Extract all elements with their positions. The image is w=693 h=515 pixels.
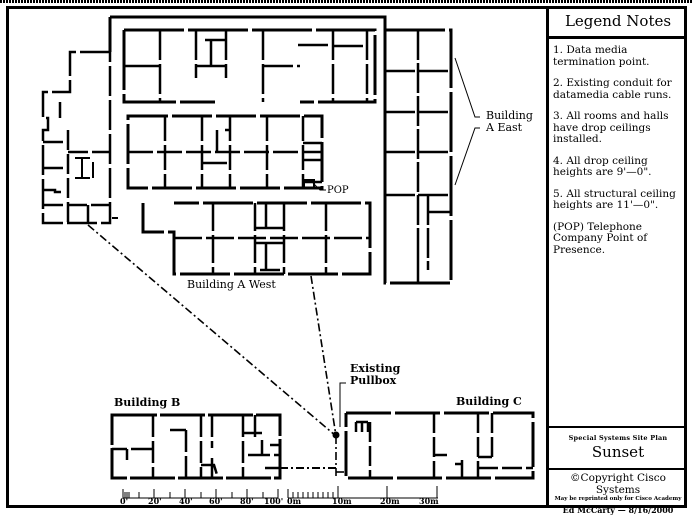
copyright-block: ©Copyright Cisco Systems May be reprinte… [549, 468, 687, 515]
scale-tick-label: 20m [380, 496, 400, 506]
legend-note: (POP) Telephone Company Point of Presenc… [553, 220, 648, 256]
legend-note: 2. Existing conduit for datamedia cable … [553, 77, 672, 101]
scale-tick-label: 80' [240, 496, 254, 506]
legend-note: 5. All structural ceiling heights are 11… [553, 187, 676, 211]
scale-tick-label: 10m [332, 496, 352, 506]
top-dotted-edge [0, 0, 693, 3]
leader-lines [312, 57, 480, 427]
building-a-west [108, 15, 387, 276]
scale-tick-label: 60' [209, 496, 223, 506]
pullbox-label-line2: Pullbox [350, 374, 397, 387]
title-block: Special Systems Site Plan Sunset [549, 426, 687, 470]
scale-tick-label: 40' [179, 496, 193, 506]
conduit-lines [87, 224, 346, 478]
site-name: Sunset [591, 443, 645, 461]
building-a-east [383, 28, 453, 285]
building-a-annex [41, 50, 118, 225]
copyright-text: ©Copyright Cisco Systems [570, 472, 666, 496]
scale-tick-label: 0m [287, 496, 302, 506]
building-c [344, 411, 535, 480]
scale-tick-label: 20' [148, 496, 162, 506]
building-a-east-label-line2: A East [486, 121, 523, 134]
building-a-east-label-line1: Building [486, 109, 533, 122]
site-plan-subtitle: Special Systems Site Plan [568, 434, 668, 442]
pullbox-label-line1: Existing [350, 362, 401, 375]
scale-bars [122, 486, 438, 499]
pop-label: POP [327, 185, 349, 196]
building-b [110, 413, 336, 480]
legend-title: Legend Notes [549, 6, 687, 39]
pullbox-label: Existing Pullbox [350, 363, 400, 387]
legend-panel: Legend Notes 1. Data media termination p… [546, 6, 687, 515]
building-a-east-label: Building A East [486, 110, 533, 134]
author-date: Ed McCarty — 8/16/2000 [562, 505, 674, 515]
building-b-label: Building B [114, 396, 181, 409]
scale-tick-label: 100' [264, 496, 284, 506]
pullbox-point [332, 431, 340, 439]
legend-notes: 1. Data media termination point. 2. Exis… [549, 39, 687, 256]
scale-tick-label: 0' [120, 496, 129, 506]
scale-tick-label: 30m [419, 496, 439, 506]
reprint-notice: May be reprinted only for Cisco Academy [554, 496, 682, 502]
legend-note: 1. Data media termination point. [553, 44, 650, 68]
legend-note: 3. All rooms and halls have drop ceiling… [553, 110, 669, 145]
drawing-frame [6, 6, 687, 508]
building-a-west-label: Building A West [187, 278, 276, 291]
building-c-label: Building C [456, 395, 522, 408]
legend-note: 4. All drop ceiling heights are 9'—0". [553, 154, 652, 178]
